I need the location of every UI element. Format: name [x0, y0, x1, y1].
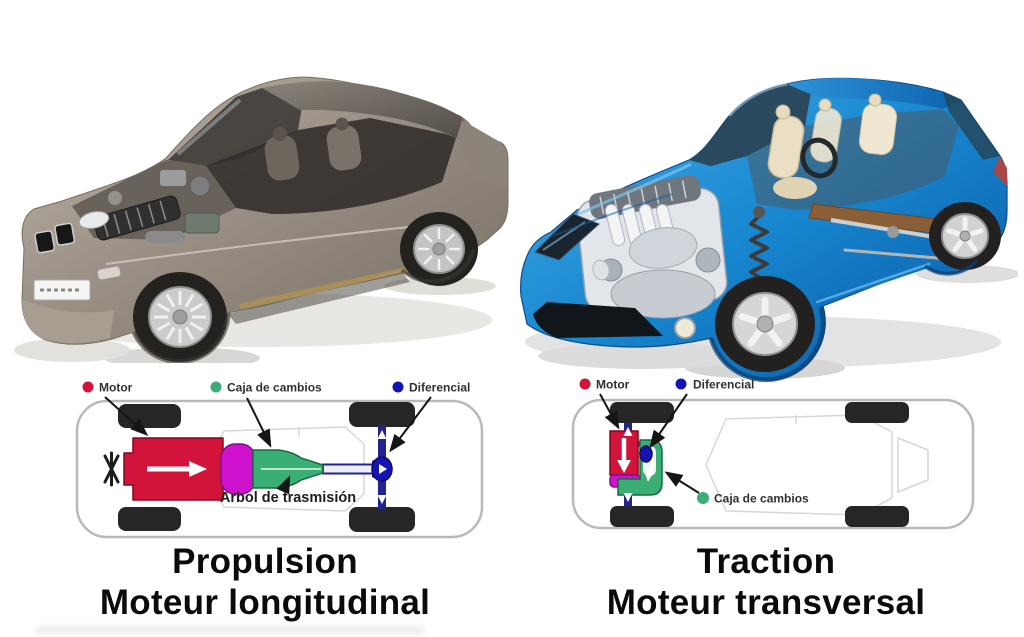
differential-arrow-line	[389, 396, 432, 453]
motor-arrow	[104, 396, 149, 437]
gearbox-legend: Caja de cambios	[697, 492, 809, 506]
engine-transverse	[609, 430, 639, 476]
differential-legend-label: Diferencial	[693, 378, 754, 392]
engine-detail	[93, 170, 220, 243]
headlight	[534, 213, 600, 261]
badge	[592, 259, 610, 281]
traction-diagram: Motor Diferencial	[571, 378, 975, 530]
rocker-sill-tube	[813, 260, 933, 306]
left-caption-engine-layout: Moteur longitudinal	[99, 583, 431, 622]
gearbox-legend-dot	[697, 492, 709, 504]
engine-fan	[103, 451, 120, 487]
rear-wheel-arch	[400, 248, 476, 284]
front-bumper	[22, 300, 114, 344]
roof-panel	[787, 78, 961, 109]
legend: Motor Caja de cambios Diferencial	[82, 381, 470, 395]
left-caption: Propulsion Moteur longitudinal	[0, 543, 530, 621]
driveshaft-arrow	[276, 475, 291, 495]
windshield-highlight	[727, 82, 788, 117]
motor-arrow	[599, 393, 620, 430]
rocker-sill-tube	[239, 267, 409, 309]
rear-right-wheel	[845, 506, 909, 527]
differential-legend-label: Diferencial	[409, 381, 470, 395]
hatchback-cutaway-illustration	[520, 77, 1018, 383]
differential	[639, 445, 653, 463]
hood-shade-line	[552, 193, 674, 237]
engine-detail	[576, 175, 728, 319]
fog-light	[674, 317, 696, 339]
rear-wheel	[400, 212, 478, 286]
side-crease-line	[105, 223, 439, 265]
windshield-highlight	[176, 98, 242, 156]
wheels	[610, 402, 909, 527]
gearbox-legend-dot	[210, 381, 222, 393]
motor-legend-label: Motor	[596, 378, 630, 392]
bottom-artifact	[35, 626, 425, 634]
tail-light	[993, 156, 1007, 186]
hatch-glass	[943, 92, 1000, 160]
sedan-cutaway-illustration	[14, 76, 509, 363]
differential-arrow	[379, 464, 387, 474]
differential-legend-dot	[392, 381, 404, 393]
front-fascia	[533, 213, 696, 339]
strut-spring	[749, 206, 769, 282]
legend-arrows	[104, 396, 432, 495]
hood-highlight	[578, 162, 692, 216]
motor-legend-dot	[82, 381, 94, 393]
clutch	[220, 443, 256, 495]
front-wheel	[715, 276, 815, 372]
front-fascia	[22, 211, 121, 344]
windshield-glass	[689, 81, 813, 166]
roof-panel	[262, 81, 472, 138]
front-wheel	[133, 272, 227, 362]
gearbox-legend-label: Caja de cambios	[227, 381, 322, 395]
front-right-wheel	[118, 507, 181, 531]
gearbox-arrow	[246, 397, 272, 448]
motor-legend-label: Motor	[99, 381, 133, 395]
seats	[767, 93, 898, 199]
right-caption: Traction Moteur transversal	[520, 543, 1012, 621]
gearbox-arrow	[664, 471, 700, 494]
car-outline-top-view	[571, 398, 975, 530]
bumper-air-intake	[533, 302, 663, 338]
motor-legend-dot	[579, 378, 591, 390]
front-wheel-arch	[708, 306, 826, 383]
trunk-lid	[456, 120, 507, 186]
front-right-wheel	[610, 506, 674, 527]
rear-wheel-arch	[923, 258, 979, 276]
rear-wheel	[929, 202, 1001, 270]
gearbox-legend-label: Caja de cambios	[714, 492, 809, 506]
rear-right-wheel	[349, 507, 415, 532]
steering-wheel	[800, 137, 838, 179]
differential-arrow-line	[649, 393, 688, 449]
rear-left-wheel	[845, 402, 909, 423]
front-wheel-arch	[131, 312, 231, 363]
right-caption-engine-layout: Moteur transversal	[606, 583, 926, 622]
seats	[264, 117, 362, 181]
differential-legend-dot	[675, 378, 687, 390]
driveshaft-label: Arbol de trasmisión	[220, 490, 356, 506]
engine-longitudinal	[123, 437, 224, 501]
underbody-shadow	[228, 272, 410, 324]
left-caption-drivetrain: Propulsion	[172, 542, 358, 581]
right-caption-drivetrain: Traction	[696, 542, 836, 581]
rear-left-wheel	[349, 402, 415, 427]
legend: Motor Diferencial	[579, 378, 754, 392]
legend-arrows	[599, 393, 700, 494]
axle-arrows	[623, 427, 633, 502]
propulsion-diagram: Motor Caja de cambios Diferencial	[75, 381, 484, 539]
windshield-glass	[168, 84, 306, 166]
front-left-wheel	[610, 402, 674, 423]
